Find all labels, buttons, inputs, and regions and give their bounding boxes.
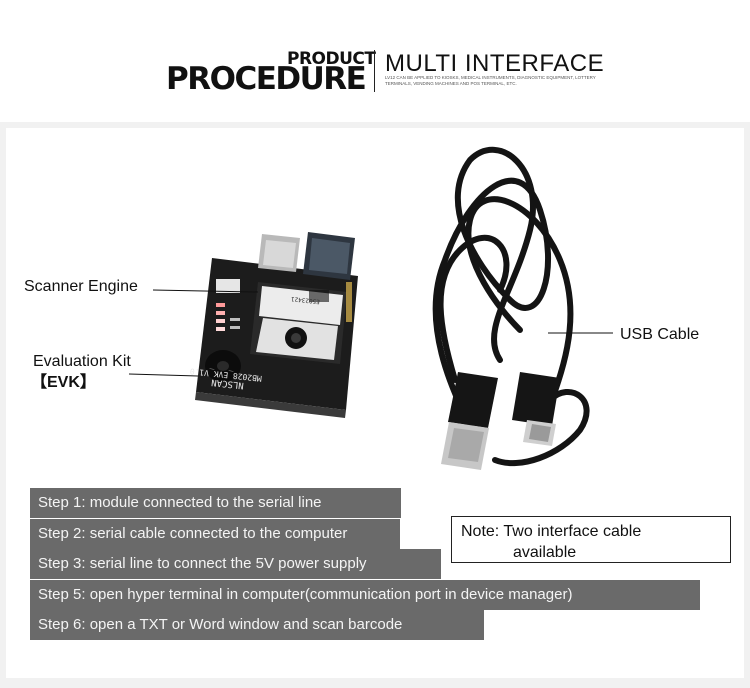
step-2-bar: Step 2: serial cable connected to the co… — [30, 519, 400, 549]
evk-leader-line — [128, 373, 199, 377]
evk-label-line2: 【EVK】 — [31, 374, 96, 391]
scanner-engine-label: Scanner Engine — [24, 278, 138, 295]
header-right-title: MULTI INTERFACE — [385, 50, 605, 77]
engine-serial-label: E5023421 — [290, 295, 320, 305]
evk-board-image: NLSCAN MB2028_EVK_V1.0 E5023421 — [189, 232, 358, 418]
usb-a-plug-image — [441, 372, 498, 470]
note-box: Note: Two interface cable available — [451, 516, 731, 563]
step-6-bar: Step 6: open a TXT or Word window and sc… — [30, 610, 484, 640]
usb-b-plug-image — [512, 372, 560, 446]
board-brand-label: NLSCAN — [211, 377, 244, 390]
product-photo: NLSCAN MB2028_EVK_V1.0 E5023421 — [128, 146, 613, 470]
note-line1: Note: Two interface cable — [461, 523, 642, 540]
header-subtitle: LV12 CAN BE APPLIED TO KIOSKS, MEDICAL I… — [385, 75, 596, 86]
step-1-bar: Step 1: module connected to the serial l… — [30, 488, 401, 518]
header-small-title: PRODUCT — [287, 49, 376, 69]
usb-cable-label: USB Cable — [620, 326, 700, 343]
scanner-engine-leader-line — [152, 289, 259, 293]
header-big-title: PROCEDURE — [166, 61, 367, 97]
header-banner: PRODUCT PROCEDURE MULTI INTERFACE LV12 C… — [0, 0, 750, 122]
step-3-bar: Step 3: serial line to connect the 5V po… — [30, 549, 441, 579]
usb-cable-image — [432, 146, 590, 467]
evk-label-line1: Evaluation Kit — [33, 353, 131, 370]
step-5-bar: Step 5: open hyper terminal in computer(… — [30, 580, 700, 610]
note-line2: available — [513, 544, 577, 561]
header-divider — [374, 50, 375, 92]
